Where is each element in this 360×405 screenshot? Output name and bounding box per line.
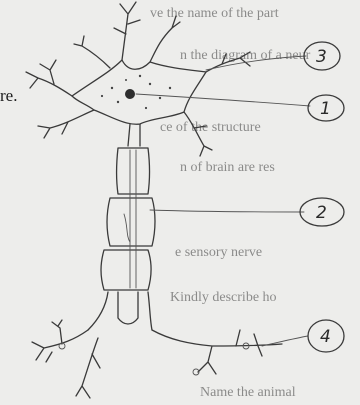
axon [128,124,140,146]
nissl-granules [101,75,171,109]
callout-label: 4 [320,327,331,347]
nucleus [125,89,135,99]
callout-3: 3 [304,42,340,70]
callout-label: 2 [316,203,327,223]
dendrites [26,2,250,156]
callout-label: 1 [320,99,331,119]
callout-4: 4 [308,320,344,352]
axon-terminal [32,292,282,398]
callout-1: 1 [308,95,344,121]
callout-2: 2 [300,198,344,226]
callout-label: 3 [316,47,327,67]
callout-lines [136,56,310,346]
myelin-sheath [101,148,155,290]
